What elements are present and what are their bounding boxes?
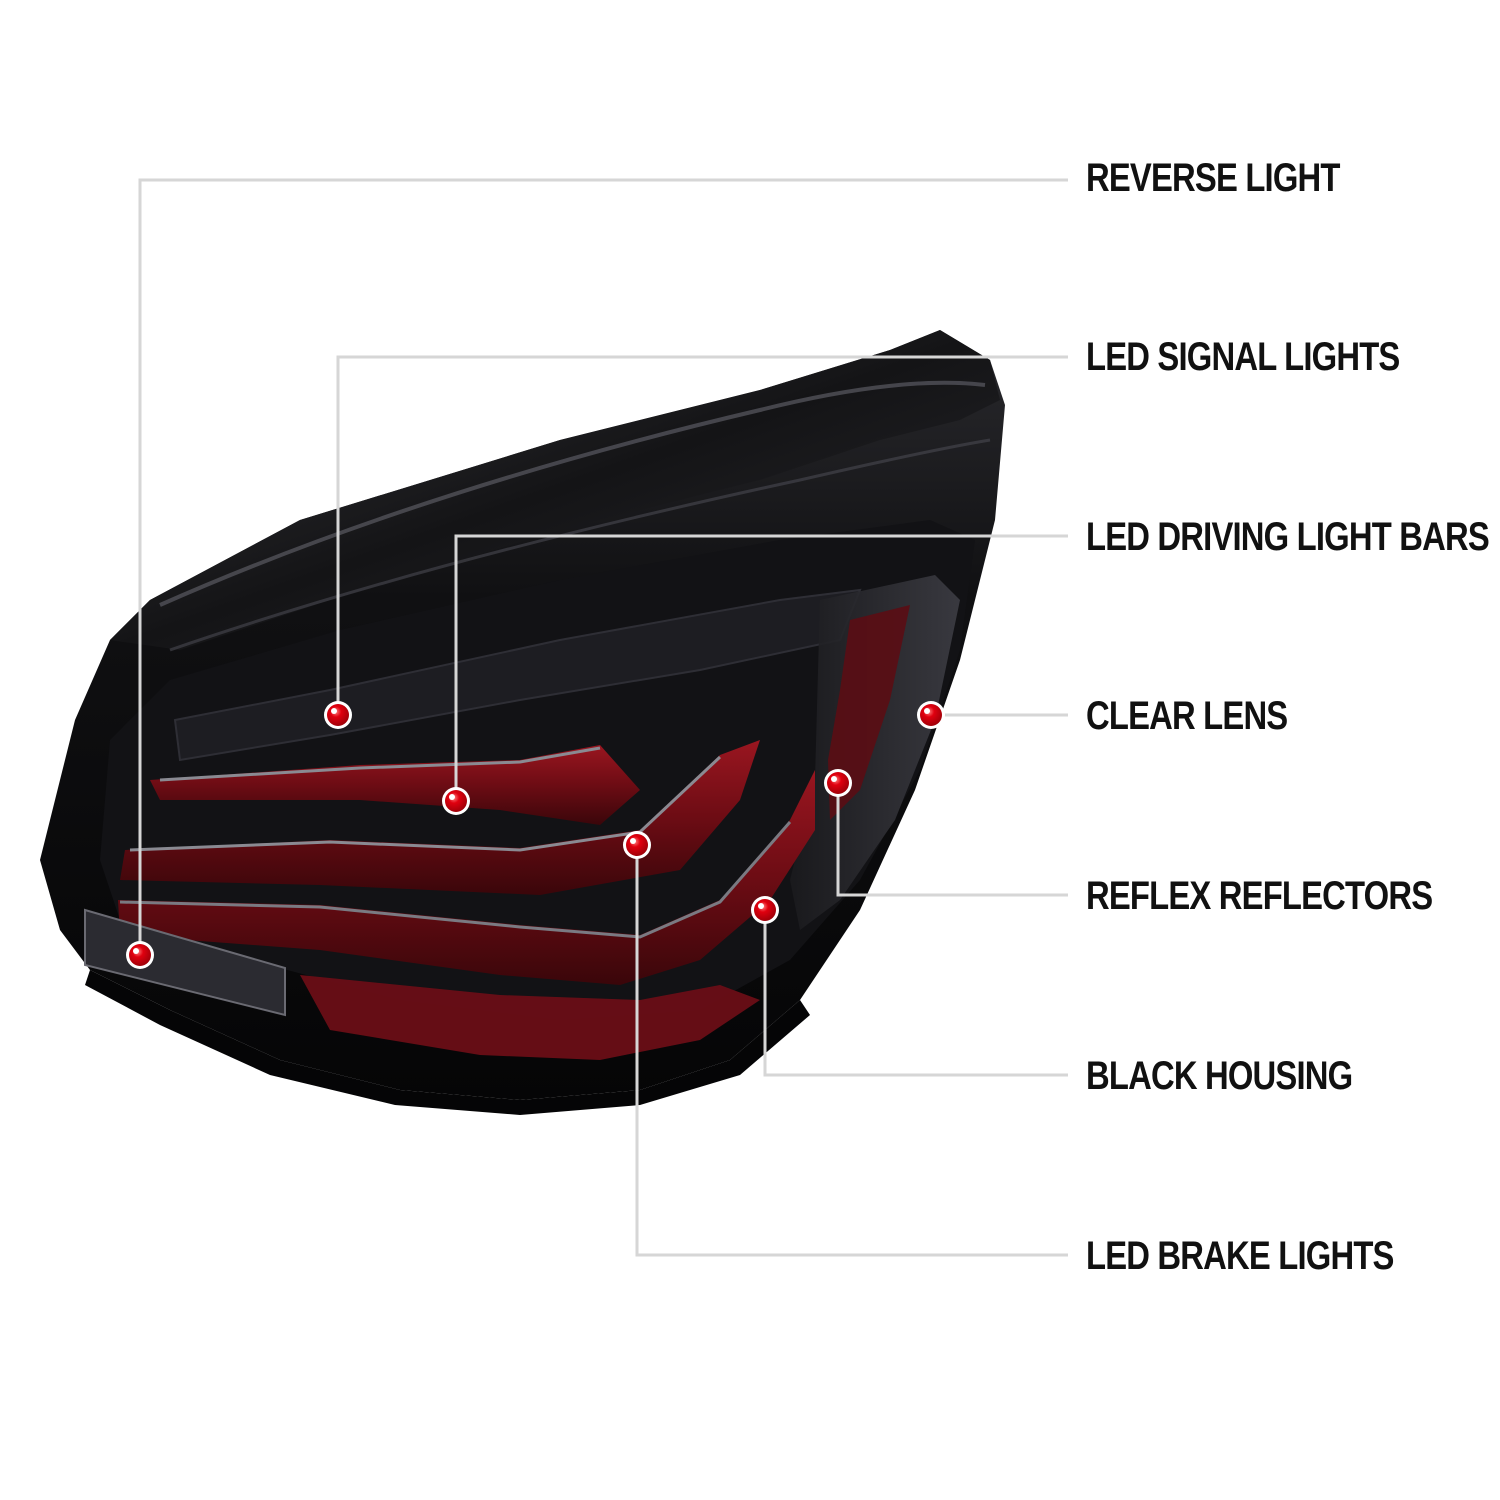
- label-led-signal-lights: LED SIGNAL LIGHTS: [1086, 335, 1400, 379]
- brake-light-bar: [118, 770, 815, 985]
- leader-driving-light-bars: [454, 534, 1068, 801]
- rim-highlight: [159, 380, 986, 607]
- label-black-housing: BLACK HOUSING: [1086, 1054, 1353, 1098]
- label-led-driving-light-bars: LED DRIVING LIGHT BARS: [1086, 515, 1490, 559]
- marker-reflex-reflectors: [824, 769, 852, 797]
- leader-lines: [138, 178, 1068, 1257]
- marker-driving-light-bars: [442, 787, 470, 815]
- marker-signal-lights: [324, 701, 352, 729]
- leader-reverse-light: [138, 178, 1068, 955]
- markers: [126, 701, 945, 969]
- trim-line-3: [119, 821, 792, 939]
- label-reflex-reflectors: REFLEX REFLECTORS: [1086, 874, 1433, 918]
- leader-signal-lights: [336, 355, 1068, 715]
- marker-brake-lights: [623, 831, 651, 859]
- reflex-reflector: [828, 605, 910, 820]
- label-reverse-light: REVERSE LIGHT: [1086, 156, 1340, 200]
- housing-bottom: [85, 970, 810, 1115]
- marker-clear-lens: [917, 701, 945, 729]
- label-clear-lens: CLEAR LENS: [1086, 694, 1288, 738]
- clear-lens-area: [790, 575, 960, 930]
- reverse-light-window: [84, 908, 286, 1017]
- driving-light-bar-1: [150, 745, 640, 825]
- lower-red-strip: [300, 975, 760, 1060]
- marker-reverse-light: [126, 941, 154, 969]
- trim-line-2: [129, 755, 722, 852]
- marker-black-housing: [751, 896, 779, 924]
- label-led-brake-lights: LED BRAKE LIGHTS: [1086, 1234, 1394, 1278]
- trim-line-1: [159, 746, 601, 782]
- leader-black-housing: [763, 910, 1068, 1077]
- leader-reflex-reflectors: [836, 783, 1068, 897]
- driving-light-bar-2: [120, 740, 760, 895]
- leader-brake-lights: [635, 845, 1068, 1257]
- housing-top-rim: [110, 330, 1000, 650]
- rim-highlight-2: [169, 438, 991, 652]
